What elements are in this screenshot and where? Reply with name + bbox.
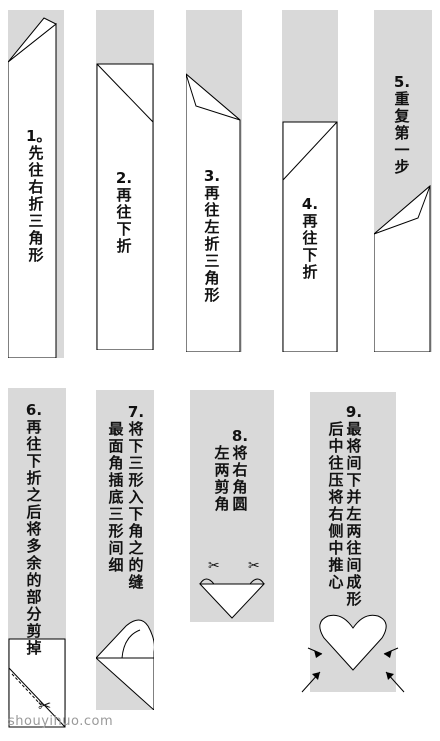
step-7-text-col2: 最面角插底三形间细 xyxy=(108,420,124,574)
step-8-panel xyxy=(190,390,274,622)
step-2-text: 2.再往下折 xyxy=(115,169,133,255)
push-arrows xyxy=(301,647,405,693)
step-8-trim-diagram xyxy=(198,578,266,619)
step-6-text: 6.再往下折之后将多余的部分剪掉 xyxy=(25,401,43,657)
step-2-fold-diagram xyxy=(96,63,154,350)
step-4-fold-diagram xyxy=(282,121,338,352)
step-7-panel xyxy=(96,390,154,710)
scissors-icon-right: ✂ xyxy=(248,558,260,574)
step-1-text: 1。先往右折三角形 xyxy=(26,127,52,264)
step-8-text-col2: 左两剪角 xyxy=(214,444,230,513)
scissors-icon-left: ✂ xyxy=(208,558,220,574)
step-9-text: 9.最将间下并左两往间成形 xyxy=(345,403,363,608)
step-4-text: 4.再往下折 xyxy=(301,195,319,281)
step-9-text-col2: 后中往压将右侧中推心 xyxy=(328,420,344,591)
step-3-fold-diagram xyxy=(186,73,241,352)
step-5-panel xyxy=(374,10,432,352)
step-3-text: 3.再往左折三角形 xyxy=(203,167,221,304)
step-6-cut-diagram xyxy=(8,638,66,728)
step-9-heart-diagram xyxy=(319,614,387,671)
step-9-panel xyxy=(310,392,396,692)
step-4-panel xyxy=(282,10,338,352)
step-5-fold-diagram xyxy=(374,184,431,352)
step-1-panel xyxy=(8,10,64,358)
step-7-tuck-diagram xyxy=(96,619,154,710)
step-3-panel xyxy=(186,10,242,352)
step-8-text: 8.将右角圆 xyxy=(231,427,249,513)
scissors-icon: ✂ xyxy=(38,696,52,715)
step-7-text: 7.将下三形入下角之的缝 xyxy=(127,403,145,591)
watermark: shouyihuo.com xyxy=(8,714,114,729)
step-1-fold-diagram xyxy=(8,17,57,358)
step-5-text: 5.重复第一步 xyxy=(393,73,411,176)
step-2-panel xyxy=(96,10,154,350)
